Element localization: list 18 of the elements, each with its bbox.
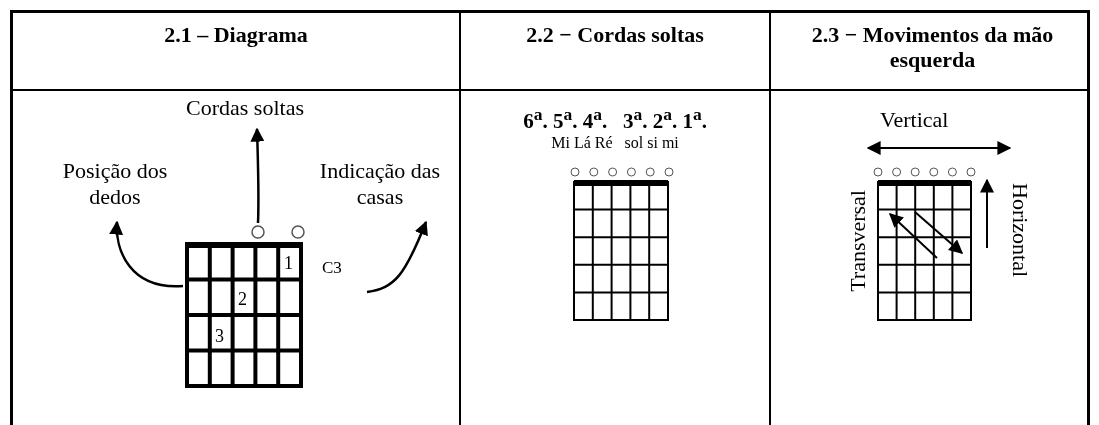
- finger-number: 1: [282, 254, 295, 272]
- annotation-text: Posição dos dedos: [55, 158, 175, 211]
- direction-label: Vertical: [880, 107, 949, 133]
- string-names: Mi Lá Ré sol si mi: [550, 134, 680, 153]
- direction-label: Transversal: [845, 190, 871, 292]
- fret-indicator: C3: [322, 258, 342, 278]
- finger-number: 3: [213, 327, 226, 345]
- column-header: 2.3 − Movimentos da mão esquerda: [810, 22, 1055, 73]
- string-numbers: 6$^{a}$. 5$^{a}$. 4$^{a}$. 3$^{a}$. 2$^{a}$. 1$^{a}$.: [522, 104, 708, 134]
- finger-number: 2: [236, 290, 249, 308]
- arrow: [250, 127, 265, 224]
- arrow: [109, 220, 183, 288]
- direction-label: Horizontal: [1008, 183, 1034, 278]
- annotation-text: Indicação das casas: [318, 158, 442, 211]
- column-header: 2.1 – Diagrama: [163, 22, 309, 48]
- column-header: 2.2 − Cordas soltas: [525, 22, 705, 48]
- annotation-text: Cordas soltas: [165, 95, 325, 122]
- arrow: [366, 220, 428, 294]
